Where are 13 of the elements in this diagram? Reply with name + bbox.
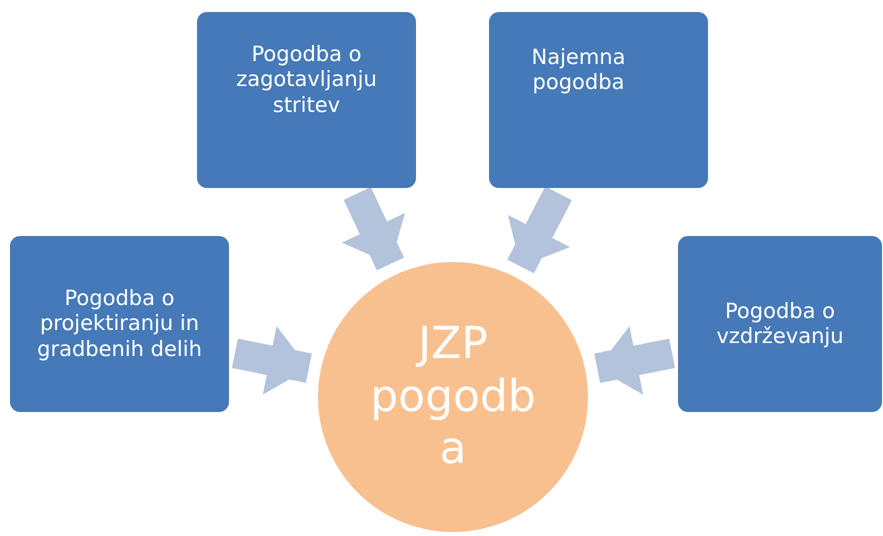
node-label: Najemna pogodba bbox=[530, 44, 626, 96]
node-label: Pogodba o vzdrževanju bbox=[715, 298, 845, 350]
node-label: JZP pogodba bbox=[369, 318, 537, 476]
node-label: Pogodba o projektiranju in gradbenih delih bbox=[36, 286, 203, 362]
block-arrow bbox=[232, 326, 312, 395]
contract-box bbox=[10, 236, 229, 412]
node-label: Pogodba o zagotavljanju stritev bbox=[235, 42, 378, 118]
block-arrow bbox=[342, 187, 406, 270]
contract-box bbox=[678, 236, 882, 412]
contract-box bbox=[197, 12, 416, 188]
contract-box bbox=[489, 12, 708, 188]
block-arrow bbox=[507, 186, 572, 274]
block-arrow bbox=[594, 326, 676, 395]
